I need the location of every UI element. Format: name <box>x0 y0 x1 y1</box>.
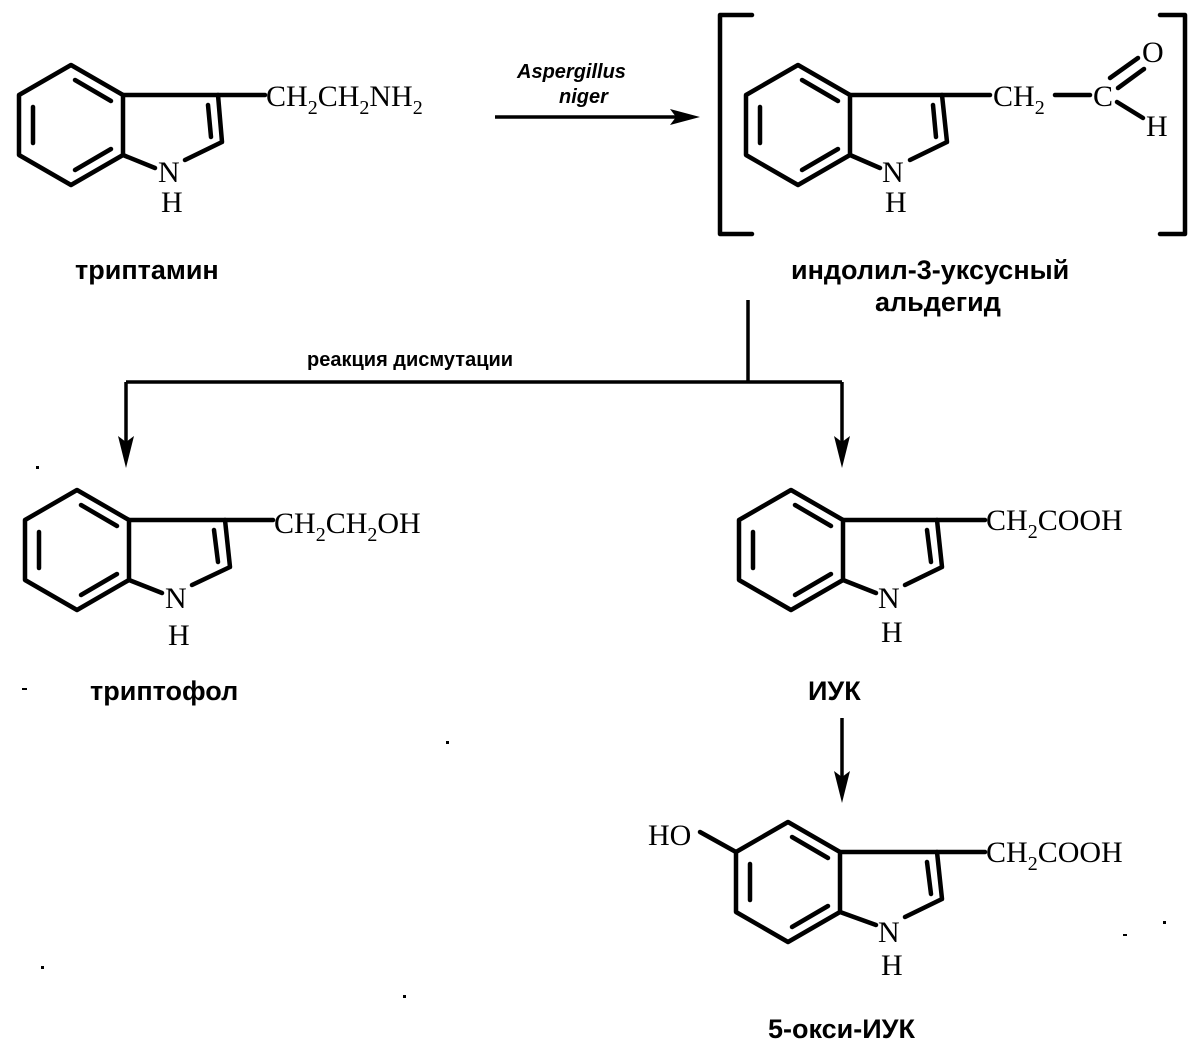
tryptophol-structure: CH2CH2OH N H <box>22 487 421 652</box>
ring-nitrogen: N <box>882 156 904 189</box>
dismutation-arrows <box>118 300 850 468</box>
aldehyde-hydrogen: H <box>1146 110 1168 143</box>
hydroxy-iaa-structure: HO CH2COOH N H <box>648 819 1123 982</box>
arrow-hydroxylation <box>834 718 850 803</box>
ring-nitrogen: N <box>158 156 180 189</box>
iaa-structure: CH2COOH N H <box>736 487 1123 649</box>
ring-nitrogen: N <box>878 582 900 615</box>
scan-specks <box>22 466 1166 998</box>
carbonyl-carbon: C <box>1093 80 1113 113</box>
svg-text:CH2CH2OH: CH2CH2OH <box>274 507 421 546</box>
arrow-step1 <box>495 109 700 125</box>
right-bracket <box>1157 12 1188 237</box>
aldehyde-bonds <box>743 55 1147 188</box>
ring-hydrogen: H <box>881 616 903 649</box>
ch2-group: CH <box>274 507 316 540</box>
aldehyde-label-line1: индолил-3-уксусный <box>791 255 1069 285</box>
tryptophol-bonds <box>22 487 276 613</box>
tryptamine-bonds <box>16 62 268 188</box>
dismutation-label: реакция дисмутации <box>307 349 513 371</box>
aldehyde-label-line2: альдегид <box>875 287 1001 317</box>
iaa-label: ИУК <box>808 676 861 706</box>
ring-hydrogen: H <box>168 619 190 652</box>
iaa-bonds <box>736 487 988 613</box>
organism-label-line1: Aspergillus <box>516 61 626 83</box>
carbonyl-oxygen: O <box>1142 36 1164 69</box>
tryptophol-label: триптофол <box>90 676 238 706</box>
ring-hydrogen: H <box>881 949 903 982</box>
ring-hydrogen: H <box>885 186 907 219</box>
svg-text:CH2CH2NH2: CH2CH2NH2 <box>266 80 423 119</box>
svg-text:CH2COOH: CH2COOH <box>986 504 1123 543</box>
hydroxyl-group: HO <box>648 819 691 852</box>
ring-hydrogen: H <box>161 186 183 219</box>
tryptamine-structure: CH2CH2NH2 N H <box>16 62 423 219</box>
ch2-group: CH <box>266 80 308 113</box>
left-bracket <box>717 12 755 237</box>
ch2-group: CH <box>986 504 1028 537</box>
ring-nitrogen: N <box>878 916 900 949</box>
aldehyde-structure: CH2 C O H N H <box>743 36 1168 219</box>
hydroxy-iaa-bonds <box>697 819 988 945</box>
svg-text:CH2: CH2 <box>993 80 1045 119</box>
ch2-group: CH <box>986 836 1028 869</box>
organism-label-line2: niger <box>559 86 609 108</box>
tryptamine-label: триптамин <box>75 255 219 285</box>
hydroxy-iaa-label: 5-окси-ИУК <box>768 1014 915 1044</box>
ring-nitrogen: N <box>165 582 187 615</box>
ch2-group: CH <box>993 80 1035 113</box>
svg-text:CH2COOH: CH2COOH <box>986 836 1123 875</box>
